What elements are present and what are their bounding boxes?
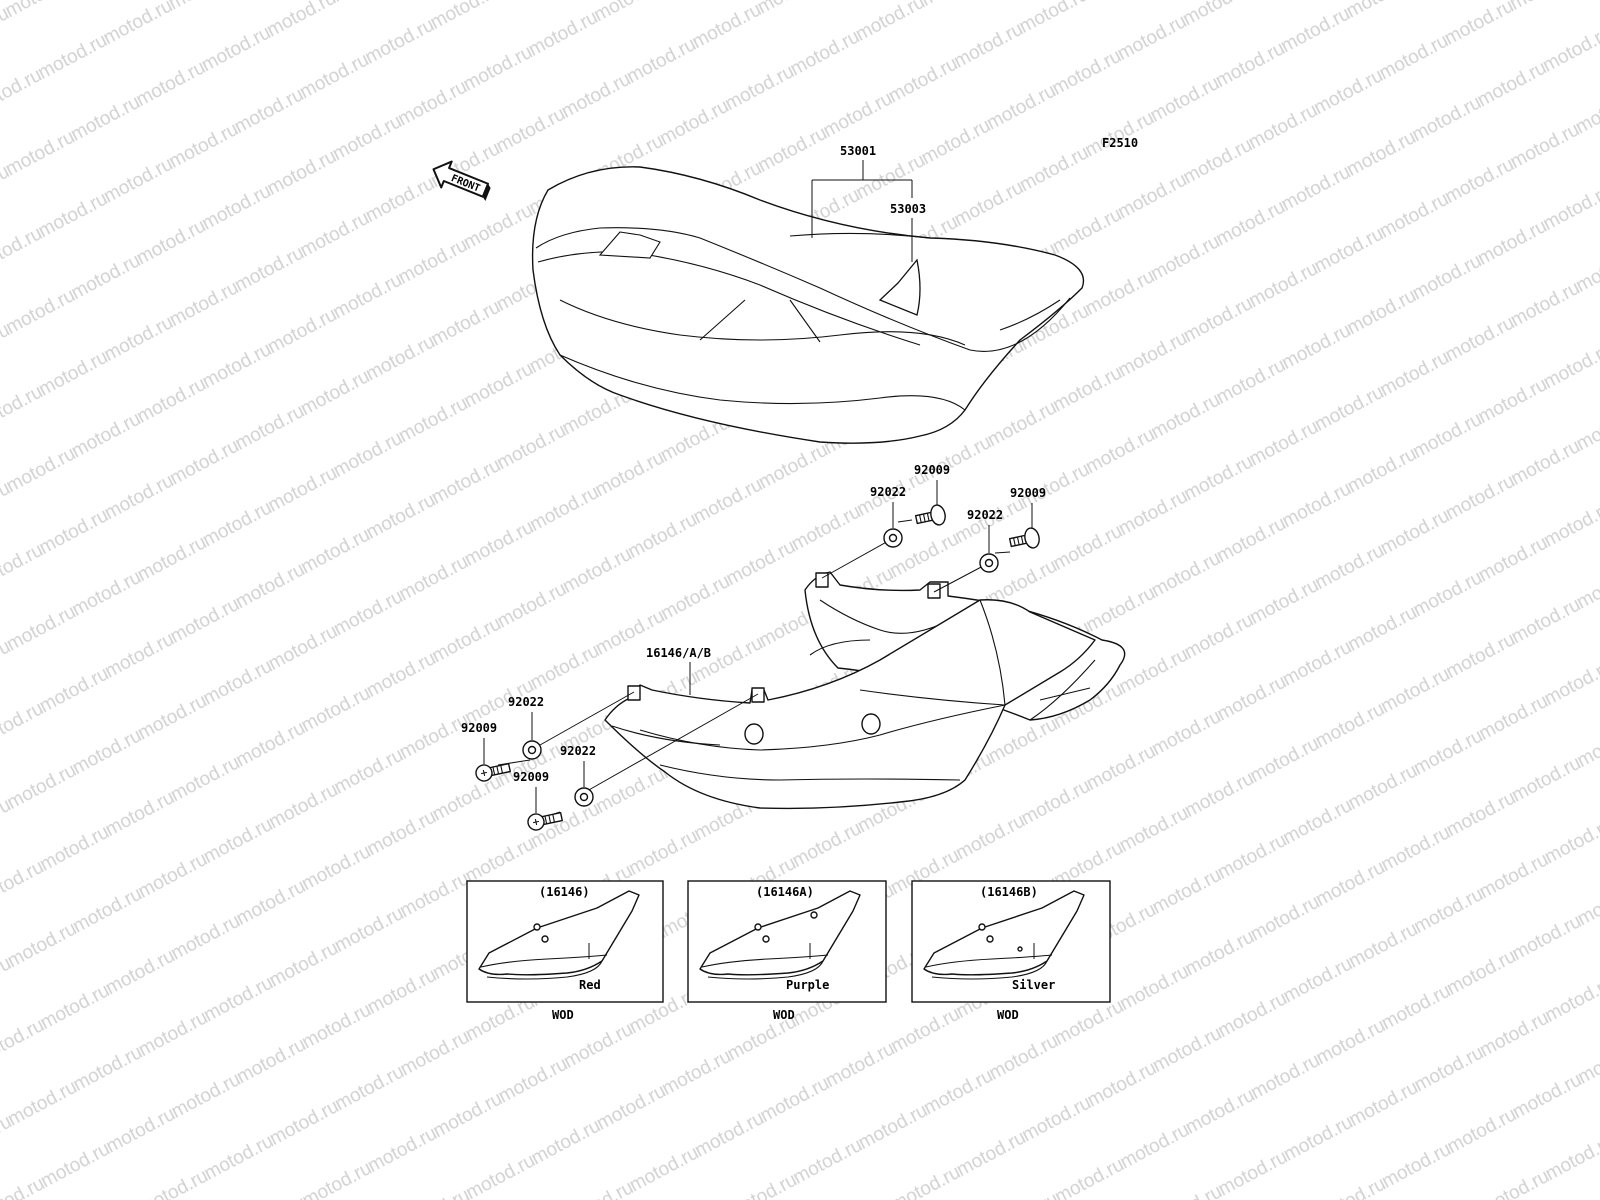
- bolt: [1008, 527, 1040, 549]
- callout-92022-top-left: 92022: [870, 485, 906, 499]
- collar: [979, 553, 999, 573]
- callout-92009-top-left: 92009: [914, 463, 950, 477]
- callout-53003: 53003: [890, 202, 926, 216]
- variant-code: (16146B): [980, 885, 1038, 899]
- collar: [522, 740, 542, 760]
- side-cover-assy: [604, 571, 1126, 810]
- variant-box-16146A: (16146A) Purple: [687, 880, 887, 1003]
- variant-box-16146B: (16146B) Silver: [911, 880, 1111, 1003]
- variant-color: Purple: [786, 978, 829, 992]
- diagram-code: F2510: [1102, 136, 1138, 150]
- bolt: [527, 811, 563, 831]
- bolt: [475, 762, 511, 782]
- variant-code: (16146A): [756, 885, 814, 899]
- callout-92009-lower-bottom: 92009: [513, 770, 549, 784]
- callout-92009-top-right: 92009: [1010, 486, 1046, 500]
- callout-92022-top-right: 92022: [967, 508, 1003, 522]
- collar: [574, 787, 594, 807]
- variant-box-16146: (16146) Red: [466, 880, 664, 1003]
- callout-92009-lower-left: 92009: [461, 721, 497, 735]
- collar: [883, 528, 903, 548]
- variant-note: WOD: [552, 1008, 574, 1022]
- variant-color: Silver: [1012, 978, 1055, 992]
- fastener-leaders: [497, 519, 1011, 818]
- variant-note: WOD: [773, 1008, 795, 1022]
- leader-53001: [811, 160, 913, 238]
- callout-53001: 53001: [840, 144, 876, 158]
- variant-note: WOD: [997, 1008, 1019, 1022]
- callout-92022-lower-upper: 92022: [508, 695, 544, 709]
- callout-16146AB: 16146/A/B: [646, 646, 711, 660]
- seat: [531, 166, 1085, 444]
- variant-code: (16146): [539, 885, 590, 899]
- callout-92022-lower-lower: 92022: [560, 744, 596, 758]
- variant-color: Red: [579, 978, 601, 992]
- bolt: [914, 504, 946, 526]
